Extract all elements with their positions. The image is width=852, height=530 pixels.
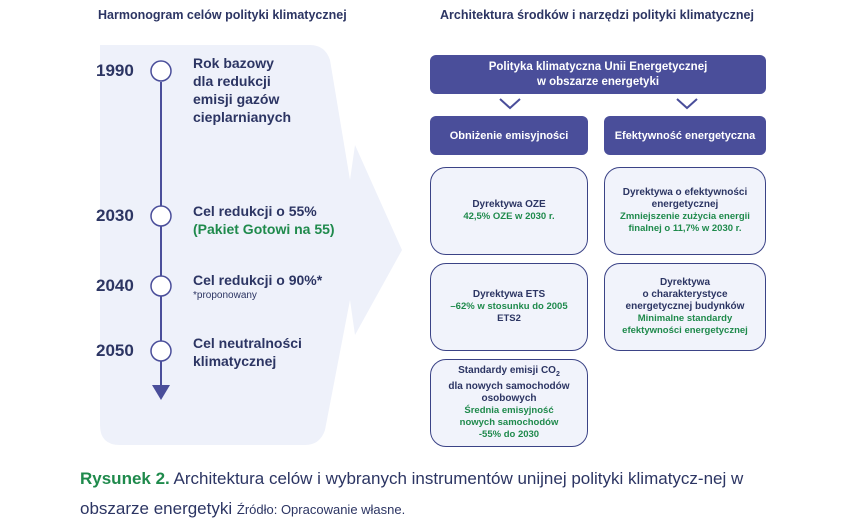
buildings-title: o charakterystyce xyxy=(642,289,728,300)
year-2050: 2050 xyxy=(96,341,134,360)
co2-title-text: Standardy emisji CO xyxy=(458,365,556,376)
efficiency-title: energetycznej xyxy=(651,199,719,210)
oze-directive-box: Dyrektywa OZE 42,5% OZE w 2030 r. xyxy=(430,167,588,255)
ets-target: –62% w stosunku do 2005 xyxy=(450,301,568,312)
timeline-2040-goal: Cel redukcji o 90%* xyxy=(193,272,323,288)
co2-target: Średnia emisyjność xyxy=(464,405,554,416)
co2-target: nowych samochodów xyxy=(459,417,559,428)
caption-label: Rysunek 2. xyxy=(80,469,170,488)
co2-subscript: 2 xyxy=(555,371,560,378)
timeline-1990-text: Rok bazowy dla redukcji emisji gazów cie… xyxy=(193,54,291,126)
timeline-dot-2030 xyxy=(150,205,172,227)
chevron-down-icon xyxy=(676,98,698,110)
right-header: Architektura środków i narzędzi polityki… xyxy=(440,8,754,22)
energy-efficiency-header: Efektywność energetyczna xyxy=(604,116,766,155)
buildings-directive-box: Dyrektywa o charakterystyce energetyczne… xyxy=(604,263,766,351)
co2-standards-box: Standardy emisji CO2 dla nowych samochod… xyxy=(430,359,588,447)
oze-target: 42,5% OZE w 2030 r. xyxy=(463,211,555,222)
panel-arrow-shape xyxy=(100,45,402,445)
timeline-1990-line: dla redukcji xyxy=(193,73,271,89)
buildings-title: energetycznej budynków xyxy=(625,301,745,312)
year-2030: 2030 xyxy=(96,206,134,225)
policy-top-box: Polityka klimatyczna Unii Energetycznej … xyxy=(430,55,766,94)
timeline-2050-line: Cel neutralności xyxy=(193,335,302,351)
policy-top-line: w obszarze energetyki xyxy=(536,75,660,88)
timeline-2050-text: Cel neutralności klimatycznej xyxy=(193,334,302,370)
caption-text: Architektura celów i wybranych instrumen… xyxy=(80,469,744,518)
timeline-1990-line: cieplarnianych xyxy=(193,109,292,125)
timeline-dot-2050 xyxy=(150,340,172,362)
timeline-dot-2040 xyxy=(150,275,172,297)
left-header: Harmonogram celów polityki klimatycznej xyxy=(98,8,347,22)
figure-caption: Rysunek 2. Architektura celów i wybranyc… xyxy=(80,464,800,525)
efficiency-target: finalnej o 11,7% w 2030 r. xyxy=(628,223,742,234)
year-1990: 1990 xyxy=(96,61,134,80)
buildings-target: Minimalne standardy xyxy=(637,313,733,324)
year-2040: 2040 xyxy=(96,276,134,295)
timeline-2030-text: Cel redukcji o 55% (Pakiet Gotowi na 55) xyxy=(193,202,335,238)
timeline-2040-note: *proponowany xyxy=(193,290,257,301)
timeline-2030-package: (Pakiet Gotowi na 55) xyxy=(193,221,335,237)
ets-directive-box: Dyrektywa ETS –62% w stosunku do 2005 ET… xyxy=(430,263,588,351)
ets-title: Dyrektywa ETS xyxy=(472,289,546,300)
timeline-arrowhead xyxy=(152,385,170,400)
co2-title: dla nowych samochodów xyxy=(448,381,570,392)
decarbonisation-header: Obniżenie emisyjności xyxy=(430,116,588,155)
timeline-2050-line: klimatycznej xyxy=(193,353,277,369)
oze-title: Dyrektywa OZE xyxy=(472,199,546,210)
efficiency-directive-box: Dyrektywa o efektywności energetycznej Z… xyxy=(604,167,766,255)
co2-target: -55% do 2030 xyxy=(478,429,540,440)
buildings-title: Dyrektywa xyxy=(659,277,711,288)
timeline-2030-goal: Cel redukcji o 55% xyxy=(193,203,317,219)
efficiency-title: Dyrektywa o efektywności xyxy=(622,187,748,198)
efficiency-target: Zmniejszenie zużycia energii xyxy=(620,211,750,222)
timeline-1990-line: Rok bazowy xyxy=(193,55,274,71)
co2-title: osobowych xyxy=(481,393,537,404)
chevron-down-icon xyxy=(499,98,521,110)
buildings-target: efektywności energetycznej xyxy=(622,325,748,336)
timeline-1990-line: emisji gazów xyxy=(193,91,280,107)
caption-source: Źródło: Opracowanie własne. xyxy=(236,502,406,517)
ets2-label: ETS2 xyxy=(497,313,521,324)
timeline-panel xyxy=(100,45,698,445)
policy-top-line: Polityka klimatyczna Unii Energetycznej xyxy=(488,60,708,73)
co2-title: Standardy emisji CO2 xyxy=(458,365,560,381)
timeline-dot-1990 xyxy=(150,60,172,82)
